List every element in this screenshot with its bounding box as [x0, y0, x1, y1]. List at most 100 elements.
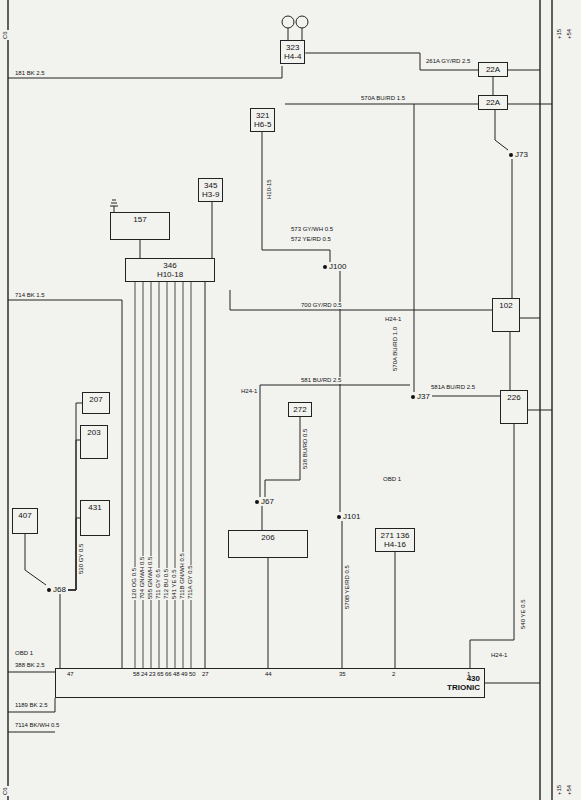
- wire-label: 7114 BK/WH 0.5: [14, 722, 60, 729]
- component-box: 207: [82, 392, 110, 414]
- wire-connector: [493, 77, 494, 95]
- pin-number: 50: [188, 671, 197, 678]
- wire: [8, 712, 55, 713]
- connector-name: H10-15: [266, 178, 273, 200]
- connector-name: H3-9: [202, 190, 219, 199]
- ground-symbol: [110, 200, 118, 212]
- wire-connector: [140, 240, 141, 258]
- component-box: 226: [500, 390, 528, 424]
- splice-junction: J37: [410, 392, 432, 401]
- pin-number: 44: [264, 671, 273, 678]
- pin-number: 49: [180, 671, 189, 678]
- component-number: J68: [53, 585, 66, 594]
- wire-label: 714 BK 1.5: [14, 292, 46, 299]
- wire: [8, 672, 55, 673]
- wire-label: 538 BU/RD 0.5: [302, 428, 309, 470]
- wire-connector: [395, 552, 396, 668]
- wire: [143, 282, 144, 668]
- wire-label: 711B GN/WH 0.5: [179, 552, 186, 600]
- wire: [485, 683, 540, 684]
- component-number: 272: [292, 405, 308, 414]
- wire-connector: [495, 110, 508, 150]
- wire-connector: [510, 332, 511, 390]
- wire: [508, 70, 540, 71]
- wire: [183, 282, 184, 668]
- wire-label: 711 GY 0.5: [155, 568, 162, 600]
- wire: [282, 66, 283, 78]
- component-box: 345H3-9: [198, 178, 223, 202]
- component-number: 157: [114, 215, 166, 224]
- wire-connector: [268, 558, 269, 668]
- wire: [8, 300, 122, 301]
- component-number: 431: [84, 503, 106, 512]
- wire-label: 573 GY/WH 0.5: [290, 226, 334, 233]
- wire: [528, 410, 552, 411]
- wire-label: 181 BK 2.5: [14, 70, 46, 77]
- wire: [167, 282, 168, 668]
- wire: [288, 28, 289, 40]
- pin-number: 58: [132, 671, 141, 678]
- gauge-symbol: [282, 16, 294, 28]
- connector-name: H24-1: [490, 652, 508, 659]
- wire-label: 704 GN/WH 0.5: [139, 556, 146, 600]
- wire-label: 570A BU/RD 1.5: [360, 95, 406, 102]
- wire-label: 541 YE 0.5: [171, 568, 178, 600]
- component-number: J67: [261, 497, 274, 506]
- wire: [230, 290, 231, 310]
- component-number: 203: [84, 428, 104, 437]
- pin-number: 35: [338, 671, 347, 678]
- wire: [520, 318, 540, 319]
- wire-label: 712 BU 0.5: [163, 568, 170, 600]
- component-box: 431: [80, 500, 110, 536]
- supply-bus: [551, 0, 552, 800]
- component-number: 206: [232, 533, 304, 542]
- supply-bus: [539, 0, 540, 800]
- connector-name: H4-16: [379, 540, 411, 549]
- wire-connector: [262, 506, 263, 530]
- wire-connector: [205, 282, 206, 668]
- connector-name: TRIONIC: [447, 683, 480, 692]
- component-box: 157: [110, 212, 170, 240]
- wire-connector: [432, 396, 500, 397]
- wire: [260, 385, 410, 386]
- component-box: 102: [492, 298, 520, 332]
- wire-label: 1189 BK 2.5: [14, 702, 49, 709]
- wire: [8, 78, 282, 79]
- component-box: 272: [288, 402, 312, 417]
- wire: [302, 28, 303, 40]
- wire-label: 540 YE 0.5: [520, 598, 527, 630]
- wire: [230, 310, 492, 311]
- terminal-label: +54: [566, 784, 573, 796]
- connector-name: H10-18: [129, 270, 211, 279]
- wire-label: 555 GN/WH 0.5: [147, 556, 154, 600]
- wire-connector: [212, 202, 213, 258]
- component-number: 345: [202, 181, 219, 190]
- component-number: 323: [284, 43, 301, 52]
- wire-connector: [60, 594, 61, 668]
- wire: [8, 732, 55, 733]
- wire: [414, 104, 415, 392]
- wire-label: 261A GY/RD 2.5: [425, 58, 471, 65]
- component-box: 321H6-5: [250, 108, 275, 132]
- wire: [122, 300, 123, 668]
- wire: [285, 104, 478, 105]
- wire-label: 530 GY 0.5: [78, 543, 85, 575]
- wire: [175, 282, 176, 668]
- component-box: 22A: [478, 95, 508, 110]
- pin-number: 48: [172, 671, 181, 678]
- component-number: 346: [129, 261, 211, 270]
- component-box: 346H10-18: [125, 258, 215, 282]
- component-number: 226: [504, 393, 524, 402]
- wire-connector: [25, 534, 46, 585]
- splice-junction: J68: [46, 585, 68, 594]
- splice-junction: J100: [322, 262, 348, 271]
- pin-number: 47: [66, 671, 75, 678]
- terminal-label: +15: [556, 28, 563, 40]
- wire-connector: [512, 159, 513, 298]
- terminal-label: +15: [556, 784, 563, 796]
- connector-name: H4-4: [284, 52, 301, 61]
- wire-label: 120 OG 0.5: [131, 567, 138, 600]
- component-box: 22A: [478, 62, 508, 77]
- wire-label: 700 GY/RD 0.5: [300, 302, 343, 309]
- wire: [55, 698, 56, 712]
